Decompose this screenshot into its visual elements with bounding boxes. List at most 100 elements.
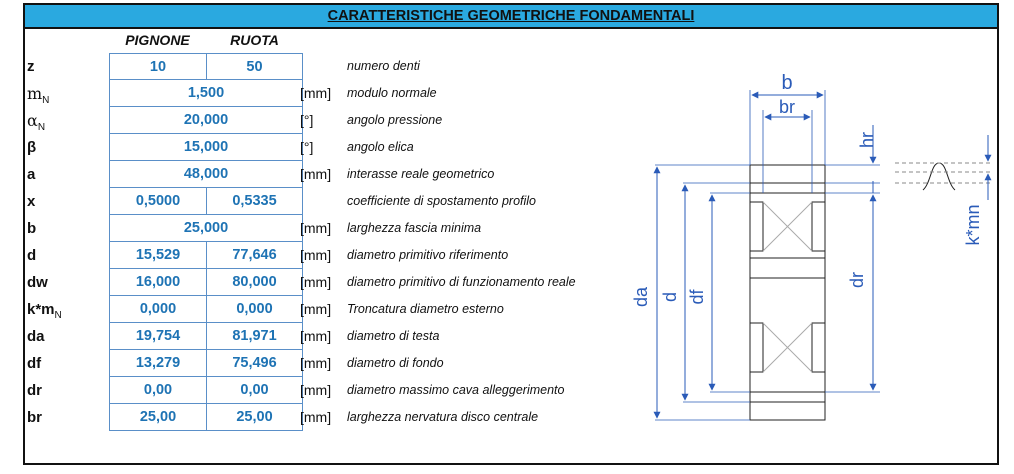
table-row: mN 1,500[mm] modulo normale xyxy=(27,80,627,107)
unit-label: [mm] xyxy=(300,328,332,344)
label-b: b xyxy=(781,72,792,94)
tooth-detail xyxy=(895,162,990,191)
page-title: CARATTERISTICHE GEOMETRICHE FONDAMENTALI xyxy=(25,5,997,29)
description-label: Troncatura diametro esterno xyxy=(347,302,504,316)
main-frame: CARATTERISTICHE GEOMETRICHE FONDAMENTALI… xyxy=(23,3,999,465)
pinion-value-cell[interactable]: 25,00 xyxy=(109,404,206,431)
unit-label: [mm] xyxy=(300,220,332,236)
symbol-text: br xyxy=(27,409,42,426)
pinion-value-cell[interactable]: 16,000 xyxy=(109,269,206,296)
pinion-value-cell[interactable]: 19,754 xyxy=(109,323,206,350)
description-label: coefficiente di spostamento profilo xyxy=(347,194,536,208)
symbol-text: da xyxy=(27,328,45,345)
pinion-value-cell[interactable]: 0,00 xyxy=(109,377,206,404)
unit-label: [mm] xyxy=(300,409,332,425)
row-symbol: da xyxy=(27,323,45,350)
dimension-lines xyxy=(653,91,877,419)
pinion-value-cell[interactable]: 0,000 xyxy=(109,296,206,323)
label-da: da xyxy=(631,286,651,307)
table-row: a 48,000[mm] interasse reale geometrico xyxy=(27,161,627,188)
row-symbol: β xyxy=(27,134,36,161)
column-header-wheel: RUOTA xyxy=(230,32,279,48)
row-symbol: mN xyxy=(27,80,49,107)
wheel-value-cell[interactable]: 0,5335 xyxy=(206,188,303,215)
wheel-value-cell[interactable]: 0,00 xyxy=(206,377,303,404)
wheel-value-cell[interactable]: 81,971 xyxy=(206,323,303,350)
row-symbol: x xyxy=(27,188,35,215)
wheel-value-cell[interactable]: 75,496 xyxy=(206,350,303,377)
row-symbol: k*mN xyxy=(27,296,62,323)
description-label: larghezza fascia minima xyxy=(347,221,482,235)
label-df: df xyxy=(687,288,707,304)
value-cell[interactable]: 25,000 xyxy=(109,215,303,242)
row-symbol: d xyxy=(27,242,36,269)
unit-label: [mm] xyxy=(300,85,332,101)
description-label: modulo normale xyxy=(347,86,437,100)
row-symbol: b xyxy=(27,215,36,242)
unit-label: [°] xyxy=(300,139,314,155)
gear-section-drawing: b br hr k*mn da d df dr xyxy=(631,72,992,421)
symbol-text: β xyxy=(27,139,37,156)
row-symbol: df xyxy=(27,350,41,377)
value-cell[interactable]: 48,000 xyxy=(109,161,303,188)
description-label: diametro di testa xyxy=(347,329,440,343)
description-label: diametro primitivo riferimento xyxy=(347,248,509,262)
row-symbol: br xyxy=(27,404,42,431)
symbol-text: d xyxy=(27,247,37,264)
pinion-value-cell[interactable]: 10 xyxy=(109,53,206,80)
unit-label: [mm] xyxy=(300,166,332,182)
label-dr: dr xyxy=(847,272,867,288)
unit-label: [mm] xyxy=(300,382,332,398)
description-label: diametro massimo cava alleggerimento xyxy=(347,383,565,397)
pinion-value-cell[interactable]: 0,5000 xyxy=(109,188,206,215)
symbol-text: df xyxy=(27,355,42,372)
symbol-text: α xyxy=(27,111,38,130)
extension-lines xyxy=(655,90,880,421)
unit-label: [mm] xyxy=(300,355,332,371)
value-cell[interactable]: 1,500 xyxy=(109,80,303,107)
label-br: br xyxy=(779,97,795,117)
description-label: interasse reale geometrico xyxy=(347,167,495,181)
unit-label: [mm] xyxy=(300,247,332,263)
wheel-value-cell[interactable]: 0,000 xyxy=(206,296,303,323)
description-label: diametro primitivo di funzionamento real… xyxy=(347,275,576,289)
row-symbol: αN xyxy=(27,107,45,134)
column-header-pinion: PIGNONE xyxy=(125,32,190,48)
value-cell[interactable]: 15,000 xyxy=(109,134,303,161)
wheel-value-cell[interactable]: 25,00 xyxy=(206,404,303,431)
symbol-text: x xyxy=(27,193,36,210)
unit-label: [mm] xyxy=(300,301,332,317)
symbol-text: dr xyxy=(27,382,42,399)
unit-label: [mm] xyxy=(300,274,332,290)
gear-outline xyxy=(749,164,826,421)
symbol-text: a xyxy=(27,166,36,183)
table-row: b 25,000[mm] larghezza fascia minima xyxy=(27,215,627,242)
symbol-text: m xyxy=(27,84,43,103)
wheel-value-cell[interactable]: 80,000 xyxy=(206,269,303,296)
symbol-text: b xyxy=(27,220,37,237)
label-hr: hr xyxy=(857,132,877,148)
wheel-value-cell[interactable]: 50 xyxy=(206,53,303,80)
unit-label: [°] xyxy=(300,112,314,128)
pinion-value-cell[interactable]: 13,279 xyxy=(109,350,206,377)
label-kmn: k*mn xyxy=(963,204,983,245)
row-symbol: dw xyxy=(27,269,48,296)
symbol-subscript: N xyxy=(54,310,62,321)
symbol-text: k*m xyxy=(27,301,55,318)
description-label: larghezza nervatura disco centrale xyxy=(347,410,539,424)
description-label: angolo pressione xyxy=(347,113,443,127)
symbol-subscript: N xyxy=(37,122,46,133)
label-d: d xyxy=(660,292,680,302)
pinion-value-cell[interactable]: 15,529 xyxy=(109,242,206,269)
value-cell[interactable]: 20,000 xyxy=(109,107,303,134)
row-symbol: z xyxy=(27,53,35,80)
row-symbol: a xyxy=(27,161,35,188)
wheel-value-cell[interactable]: 77,646 xyxy=(206,242,303,269)
